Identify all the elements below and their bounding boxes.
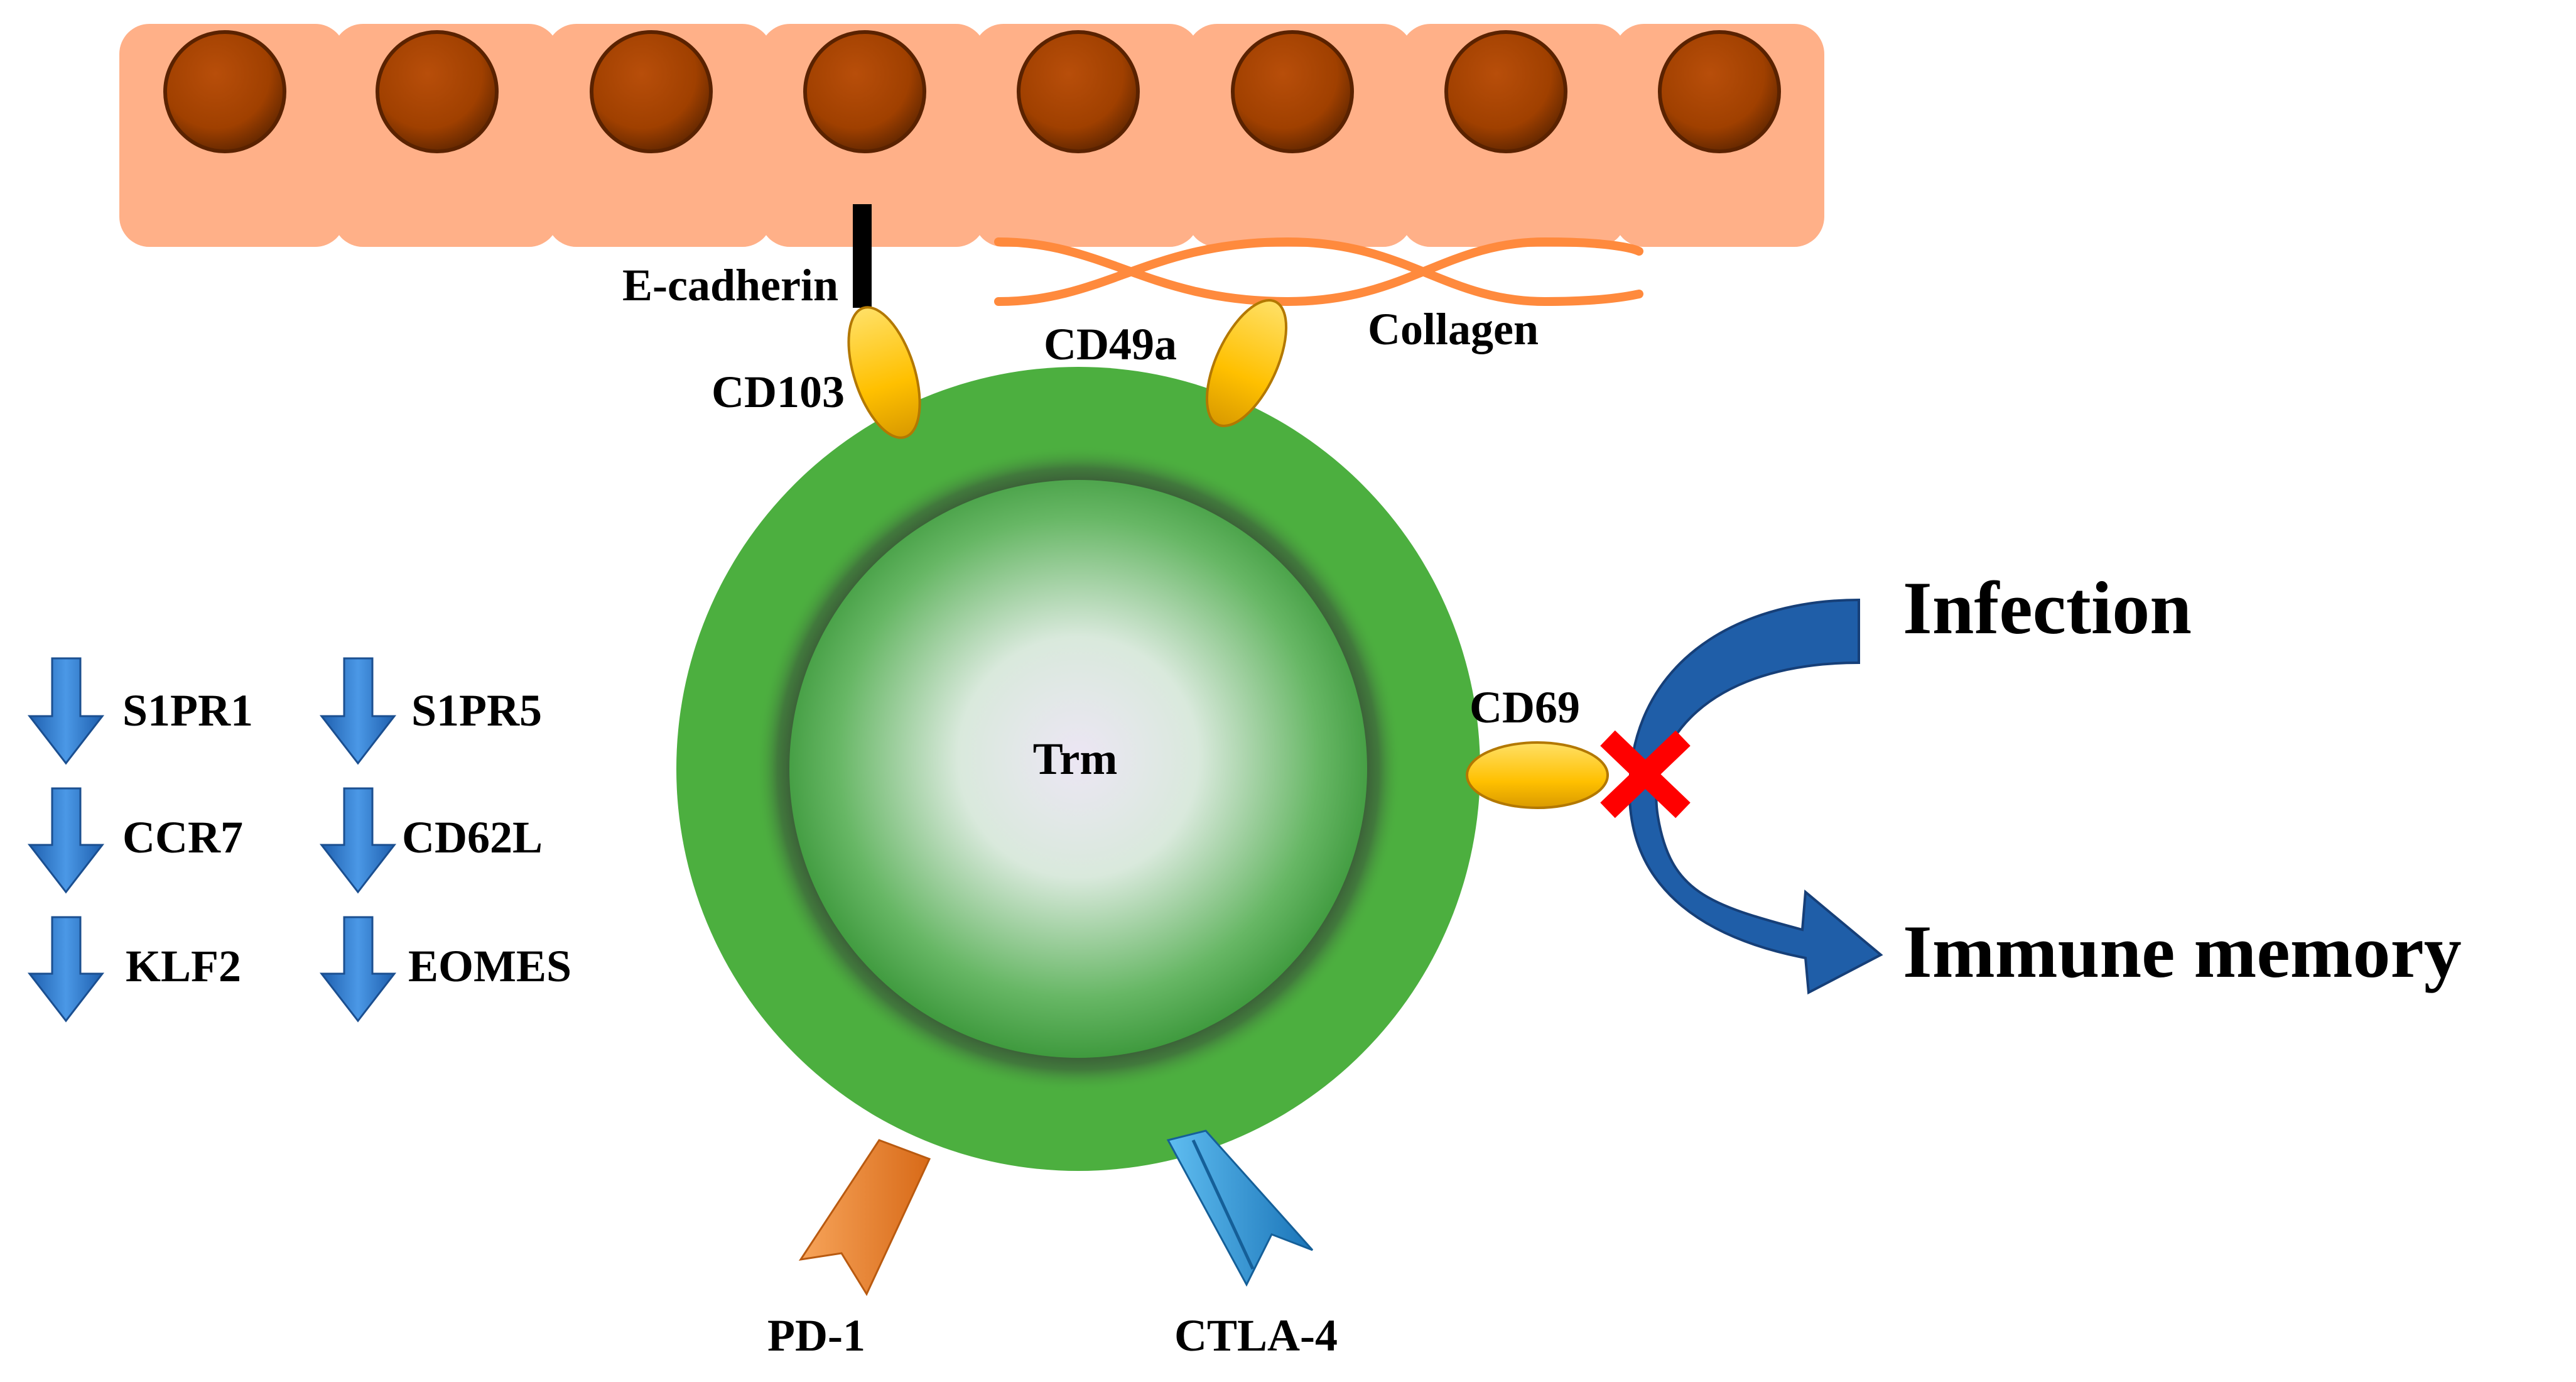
pd1-receptor bbox=[798, 1139, 931, 1297]
nuclei bbox=[163, 30, 1781, 153]
cd49a-receptor bbox=[1205, 299, 1288, 427]
cd69-label: CD69 bbox=[1469, 682, 1580, 732]
gene-label: S1PR5 bbox=[411, 685, 542, 736]
nucleus bbox=[163, 30, 286, 153]
cd49a-label: CD49a bbox=[1044, 319, 1177, 369]
nucleus bbox=[1444, 30, 1567, 153]
infection-label: Infection bbox=[1903, 566, 2192, 650]
ctla4-receptor bbox=[1166, 1129, 1314, 1287]
collagen-label: Collagen bbox=[1368, 304, 1539, 354]
down-arrow-icon bbox=[27, 916, 105, 1023]
gene-label: EOMES bbox=[408, 941, 571, 991]
trm-nucleus bbox=[789, 480, 1367, 1058]
ecadherin-bar bbox=[853, 204, 872, 308]
down-arrow-icon bbox=[319, 787, 397, 894]
cd103-label: CD103 bbox=[712, 367, 845, 417]
gene-label: CD62L bbox=[402, 812, 543, 862]
block-x-icon bbox=[1600, 730, 1691, 819]
down-arrow-icon bbox=[319, 916, 397, 1023]
down-arrow-icon bbox=[27, 657, 105, 765]
immune-memory-label: Immune memory bbox=[1903, 910, 2462, 993]
ecadherin-label: E-cadherin bbox=[622, 260, 838, 310]
cd103-receptor bbox=[847, 306, 921, 439]
downregulated-column-2: S1PR5 CD62L EOMES bbox=[319, 657, 571, 1023]
down-arrow-icon bbox=[27, 787, 105, 894]
pd1-label: PD-1 bbox=[767, 1310, 865, 1361]
gene-label: S1PR1 bbox=[122, 685, 253, 736]
epithelium bbox=[119, 24, 1824, 247]
nucleus bbox=[1231, 30, 1354, 153]
collagen-fibers bbox=[994, 237, 1643, 307]
downregulated-column-1: S1PR1 CCR7 KLF2 bbox=[27, 657, 253, 1023]
trm-label: Trm bbox=[1033, 734, 1118, 784]
down-arrow-icon bbox=[319, 657, 397, 765]
nucleus bbox=[590, 30, 713, 153]
nucleus bbox=[376, 30, 499, 153]
nucleus bbox=[1017, 30, 1140, 153]
gene-label: CCR7 bbox=[122, 812, 243, 862]
gene-label: KLF2 bbox=[126, 941, 241, 991]
ctla4-label: CTLA-4 bbox=[1174, 1310, 1338, 1361]
nucleus bbox=[1658, 30, 1781, 153]
nucleus bbox=[803, 30, 926, 153]
cd69-receptor bbox=[1466, 741, 1609, 809]
trm-cell: Trm bbox=[676, 367, 1480, 1171]
